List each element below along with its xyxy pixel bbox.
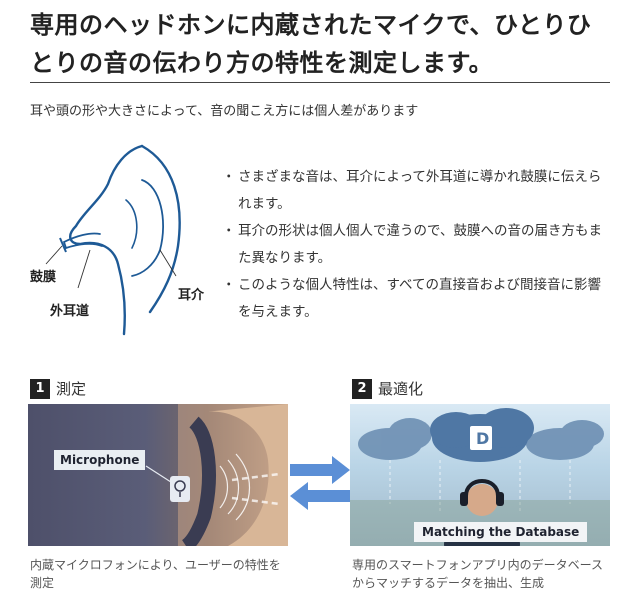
step-1-caption: 内蔵マイクロフォンにより、ユーザーの特性を測定	[30, 558, 281, 590]
cloud-icon	[358, 418, 604, 460]
measurement-illustration	[145, 404, 288, 546]
ear-diagram	[45, 144, 181, 336]
ear-concha	[125, 199, 138, 249]
measurement-image: Microphone	[28, 404, 288, 546]
database-logo-icon	[470, 426, 492, 450]
ear-outline	[69, 144, 144, 336]
headline: 専用のヘッドホンに内蔵されたマイクで、ひとりひとりの音の伝わり方の特性を測定しま…	[30, 11, 592, 77]
pinna-label: 耳介	[178, 288, 205, 303]
bullet-item: このような個人特性は、すべての直接音および間接音に影響を与えます。	[222, 272, 614, 326]
step-2-caption: 専用のスマートフォンアプリ内のデータベースからマッチするデータを抽出、生成	[352, 558, 604, 590]
bullet-item: 耳介の形状は個人個人で違うので、鼓膜への音の届き方もまた異なります。	[222, 218, 614, 272]
exchange-arrows-icon	[290, 456, 350, 510]
pinna-pointer	[159, 249, 177, 277]
ear-canal-shape	[62, 232, 103, 250]
microphone-label: Microphone	[54, 450, 146, 470]
ear-outer-rim	[140, 144, 181, 314]
bullet-item: さまざまな音は、耳介によって外耳道に導かれ鼓膜に伝えられます。	[222, 164, 614, 218]
step-2-heading: 2 最適化	[352, 378, 423, 399]
eardrum-label: 鼓膜	[30, 270, 57, 285]
step-1-heading: 1 測定	[30, 378, 86, 399]
matching-database-label: Matching the Database	[414, 522, 588, 542]
dashed-ear-canal-icon	[231, 472, 281, 506]
step-1-number: 1	[30, 378, 50, 399]
ear-inner-fold	[131, 179, 164, 277]
eardrum-shape	[59, 237, 67, 253]
sound-wave-icon	[219, 453, 250, 521]
ear-canal-pointer	[77, 249, 91, 289]
divider	[30, 82, 610, 83]
optimization-image: D Matching the Database	[350, 404, 610, 546]
ear-canal-label: 外耳道	[50, 304, 90, 319]
step-2-number: 2	[352, 378, 372, 399]
step-1-title: 測定	[56, 380, 87, 398]
svg-text:D: D	[476, 429, 489, 448]
subtitle: 耳や頭の形や大きさによって、音の聞こえ方には個人差があります	[30, 104, 419, 119]
step-2-title: 最適化	[378, 380, 424, 398]
bullet-list: さまざまな音は、耳介によって外耳道に導かれ鼓膜に伝えられます。 耳介の形状は個人…	[222, 164, 614, 326]
mic-capsule-icon	[170, 476, 190, 502]
eardrum-pointer	[45, 245, 63, 265]
